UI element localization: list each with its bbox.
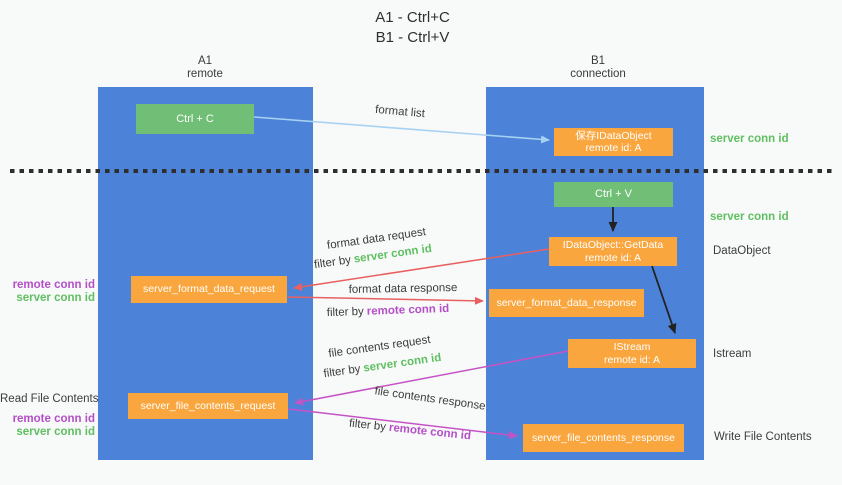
filter-value-server-2: server conn id (362, 351, 443, 375)
title-line-1: A1 - Ctrl+C (375, 9, 450, 26)
node-idataobject-getdata: IDataObject::GetData remote id: A (549, 237, 677, 266)
node-format-response-label: server_format_data_response (496, 296, 637, 309)
node-ctrl-c: Ctrl + C (136, 104, 254, 134)
node-save-idataobject: 保存IDataObject remote id: A (554, 128, 673, 156)
node-getdata-line1: IDataObject::GetData (562, 239, 664, 251)
label-istream: Istream (713, 348, 752, 360)
node-getdata-line2: remote id: A (584, 251, 642, 264)
label-group-format-conn-ids: remote conn id server conn id (0, 279, 95, 305)
label-server-conn-id-left1: server conn id (16, 292, 95, 304)
node-istream: IStream remote id: A (568, 339, 696, 368)
filter-by-text-1: filter by (313, 254, 352, 272)
arrow-format-data-response (287, 296, 484, 305)
filter-value-remote-1: remote conn id (366, 302, 450, 318)
title-line-2: B1 - Ctrl+V (375, 29, 450, 46)
node-server-file-contents-response: server_file_contents_response (523, 424, 684, 452)
column-b1-name: B1 (590, 55, 606, 67)
column-b1-subtitle: connection (570, 68, 626, 80)
node-save-idataobject-line2: remote id: A (585, 142, 642, 154)
label-group-file-conn-ids: Read File Contents remote conn id server… (0, 393, 99, 439)
node-format-request-label: server_format_data_request (143, 283, 275, 296)
node-ctrl-v: Ctrl + V (554, 182, 673, 207)
label-server-conn-id-mid: server conn id (710, 211, 789, 223)
filter-by-text-4: filter by (348, 417, 387, 434)
column-a1-subtitle: remote (187, 68, 223, 80)
label-file-contents-response: file contents response (373, 385, 487, 413)
filter-value-remote-2: remote conn id (388, 421, 472, 443)
clipboard-boundary-dotted-line (10, 169, 836, 173)
node-save-idataobject-line1: 保存IDataObject (575, 129, 652, 142)
node-ctrl-c-label: Ctrl + C (176, 112, 214, 125)
label-format-data-response: format data response (348, 282, 458, 296)
label-server-conn-id-left2: server conn id (16, 426, 95, 438)
label-format-list: format list (374, 103, 426, 121)
column-a1-name: A1 (197, 55, 213, 67)
node-file-request-label: server_file_contents_request (140, 399, 276, 412)
node-server-file-contents-request: server_file_contents_request (128, 393, 288, 419)
label-remote-conn-id-2: remote conn id (12, 413, 95, 425)
label-read-file-contents: Read File Contents (0, 393, 99, 405)
column-header-a1: A1 remote (145, 55, 265, 81)
node-istream-line1: IStream (613, 341, 651, 353)
column-header-b1: B1 connection (538, 55, 658, 81)
label-server-conn-id-top: server conn id (710, 133, 789, 145)
label-dataobject: DataObject (713, 245, 771, 257)
node-istream-line2: remote id: A (603, 353, 661, 366)
node-ctrl-v-label: Ctrl + V (595, 188, 632, 201)
node-server-format-data-response: server_format_data_response (489, 289, 644, 317)
node-file-response-label: server_file_contents_response (531, 431, 675, 444)
node-server-format-data-request: server_format_data_request (131, 276, 287, 303)
label-remote-conn-id-1: remote conn id (12, 279, 95, 291)
filter-by-text-3: filter by (322, 363, 362, 381)
filter-by-text-2: filter by (326, 305, 365, 320)
label-write-file-contents: Write File Contents (714, 431, 812, 443)
diagram-title: A1 - Ctrl+C B1 - Ctrl+V (330, 8, 495, 48)
